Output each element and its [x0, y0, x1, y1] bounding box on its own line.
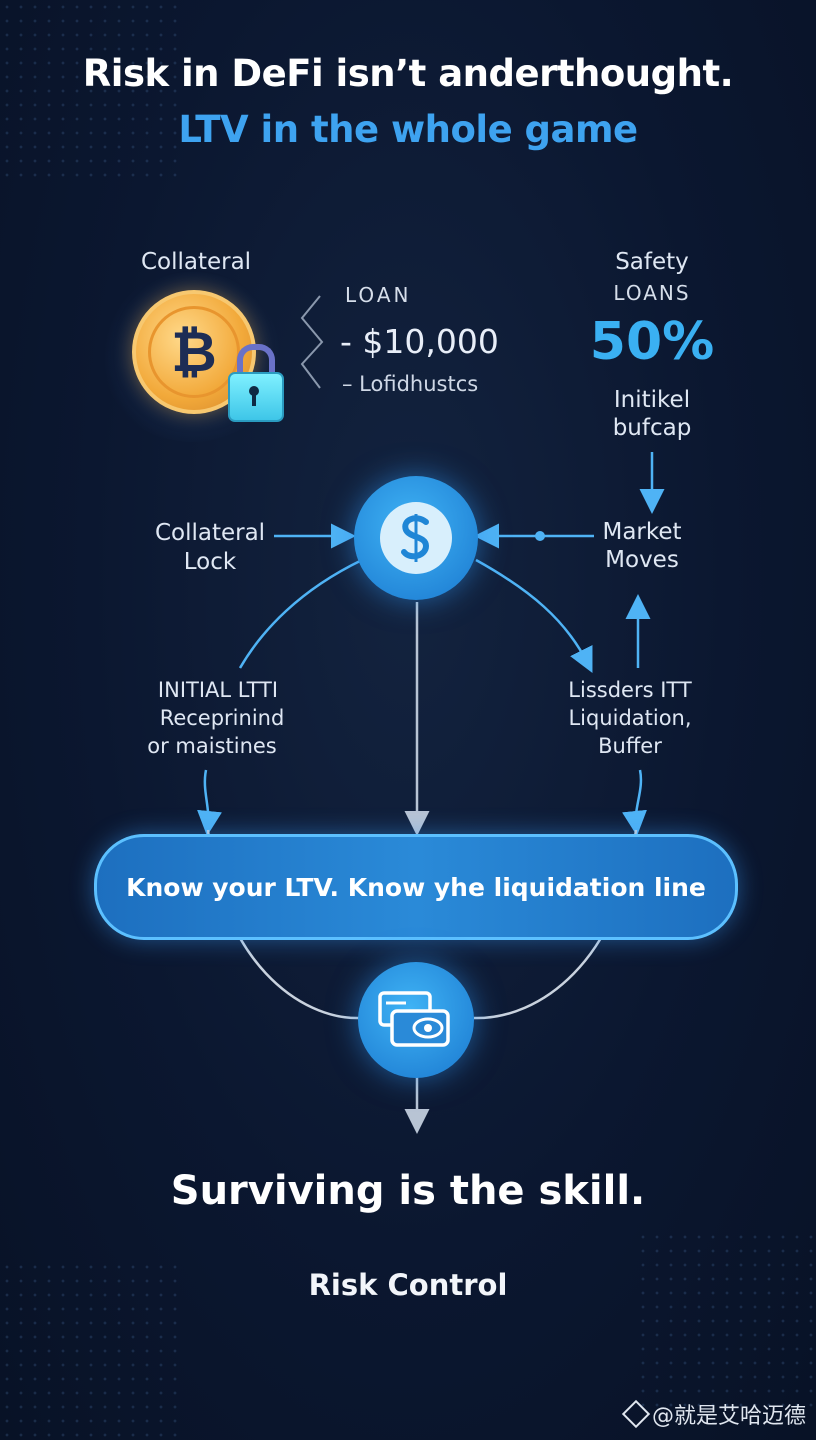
title-line-1: Risk in DeFi isn’t anderthought. [82, 52, 734, 95]
initial-ltv-line-1: INITIAL LTTI [157, 678, 279, 702]
initial-ltv-line-2: Receprinind [159, 706, 285, 730]
ltv-banner-text: Know your LTV. Know yhe liquidation line [126, 872, 706, 902]
safety-percent: 50% [589, 312, 715, 372]
closing-statement: Surviving is the skill. [170, 1168, 646, 1214]
bitcoin-symbol: ₿ [171, 320, 217, 385]
liquidation-buffer-line-2: Liquidation, [568, 706, 692, 730]
loan-heading: LOAN [345, 283, 412, 307]
dot-pattern-bottom-right [636, 1230, 816, 1410]
footer-label: Risk Control [308, 1268, 508, 1302]
monitor-node [358, 962, 474, 1078]
market-moves-label-line-1: Market [602, 519, 682, 545]
loan-subtext: – Lofidhustcs [342, 372, 479, 396]
dot-pattern-top-left [0, 0, 180, 180]
market-moves-label-line-2: Moves [605, 547, 679, 573]
title-line-2: LTV in the whole game [178, 108, 638, 151]
collateral-lock-label-line-1: Collateral [154, 520, 266, 546]
watermark-text: @就是艾哈迈德 [651, 1404, 806, 1429]
diamond-logo-icon [621, 1399, 651, 1429]
watermark: @就是艾哈迈德 [621, 1398, 806, 1430]
card-eye-icon [378, 991, 450, 1047]
initial-ltv-line-3: or maistines [147, 734, 277, 758]
dot-pattern-bottom-left [0, 1260, 180, 1440]
collateral-lock-label-line-2: Lock [183, 549, 237, 575]
bitcoin-coin-icon: ₿ [132, 290, 256, 414]
safety-loans-label: LOANS [613, 281, 691, 305]
ltv-banner: Know your LTV. Know yhe liquidation line [94, 834, 738, 940]
liquidation-buffer-line-1: Lissders ITT [568, 678, 692, 702]
loan-amount: - $10,000 [340, 322, 499, 361]
dollar-exchange-icon [380, 502, 452, 574]
liquidation-buffer-line-3: Buffer [598, 734, 662, 758]
safety-caption-line-2: bufcap [612, 415, 692, 441]
safety-caption-line-1: Initikel [613, 387, 691, 413]
central-node [354, 476, 478, 600]
padlock-icon [228, 344, 284, 422]
collateral-label: Collateral [140, 249, 252, 275]
safety-label: Safety [615, 249, 689, 275]
